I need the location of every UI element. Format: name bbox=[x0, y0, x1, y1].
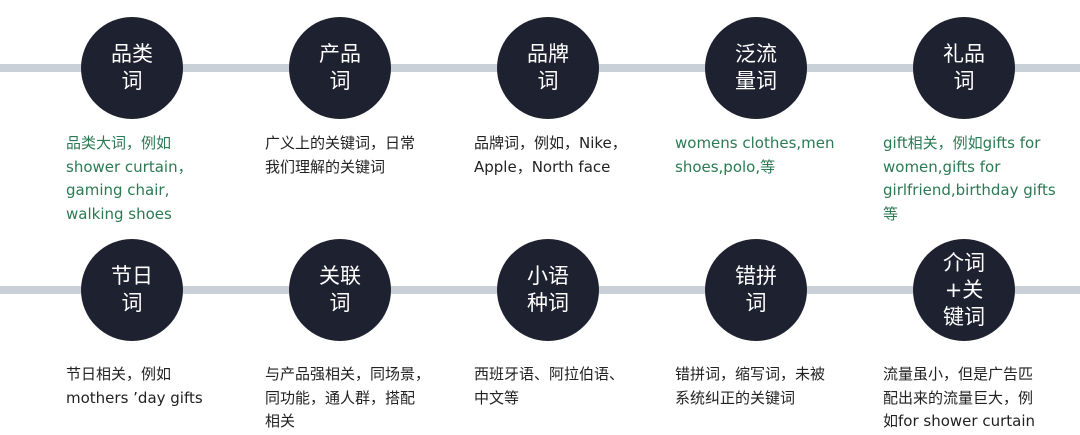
node-label: 礼品 词 bbox=[943, 42, 985, 93]
node-label: 节日 词 bbox=[111, 264, 153, 315]
desc-category-words: 品类大词，例如 shower curtain， gaming chair, wa… bbox=[66, 134, 193, 223]
node-preposition-keyword: 介词 +关 键词 bbox=[913, 239, 1015, 341]
node-label: 错拼 词 bbox=[735, 264, 777, 315]
node-label: 品类 词 bbox=[111, 42, 153, 93]
node-label: 品牌 词 bbox=[527, 42, 569, 93]
node-category-words: 品类 词 bbox=[81, 17, 183, 119]
desc-gift-words: gift相关，例如gifts for women,gifts for girlf… bbox=[883, 134, 1056, 223]
node-label: 产品 词 bbox=[319, 42, 361, 93]
node-brand-words: 品牌 词 bbox=[497, 17, 599, 119]
node-gift-words: 礼品 词 bbox=[913, 17, 1015, 119]
node-label: 泛流 量词 bbox=[735, 42, 777, 93]
node-product-words: 产品 词 bbox=[289, 17, 391, 119]
desc-broad-traffic-words: womens clothes,men shoes,polo,等 bbox=[675, 134, 835, 176]
desc-preposition-keyword: 流量虽小，但是广告匹 配出来的流量巨大，例 如for shower curtai… bbox=[883, 365, 1035, 430]
desc-misspelled-words: 错拼词，缩写词，未被 系统纠正的关键词 bbox=[675, 365, 826, 407]
desc-product-words: 广义上的关键词，日常 我们理解的关键词 bbox=[265, 134, 416, 176]
node-label: 关联 词 bbox=[319, 264, 361, 315]
desc-minor-language-words: 西班牙语、阿拉伯语、 中文等 bbox=[474, 365, 625, 407]
node-related-words: 关联 词 bbox=[289, 239, 391, 341]
desc-brand-words: 品牌词，例如，Nike， Apple，North face bbox=[474, 134, 627, 176]
node-minor-language-words: 小语 种词 bbox=[497, 239, 599, 341]
desc-holiday-words: 节日相关，例如 mothers ’day gifts bbox=[66, 365, 203, 407]
node-label: 小语 种词 bbox=[527, 264, 569, 315]
node-holiday-words: 节日 词 bbox=[81, 239, 183, 341]
desc-related-words: 与产品强相关，同场景， 同功能，通人群，搭配 相关 bbox=[265, 365, 431, 430]
node-broad-traffic-words: 泛流 量词 bbox=[705, 17, 807, 119]
node-label: 介词 +关 键词 bbox=[943, 250, 985, 329]
node-misspelled-words: 错拼 词 bbox=[705, 239, 807, 341]
